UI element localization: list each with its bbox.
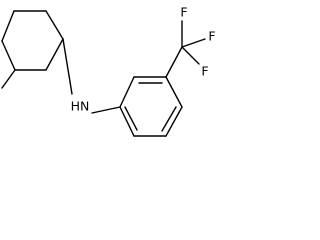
benzene-ring (119, 76, 183, 137)
structure-diagram: HN F F F (1, 5, 216, 137)
amine-label: HN (71, 99, 90, 114)
ring-bond (119, 76, 135, 108)
ring-bond (1, 10, 15, 42)
double-bond-inner (161, 106, 177, 132)
ring-bond (45, 38, 64, 71)
ring-bond (165, 106, 183, 137)
c-f-bond (181, 38, 206, 48)
ring-bond (1, 40, 16, 71)
fluorine-label-right: F (208, 29, 215, 44)
methyl-bond (1, 69, 16, 89)
fluorine-label-lower: F (201, 64, 208, 79)
trifluoromethyl-group (165, 20, 206, 78)
double-bond-inner (124, 106, 138, 131)
ring-bond (119, 106, 135, 137)
n-phenyl-bond (91, 106, 121, 114)
cyclohexane-ring (1, 10, 64, 71)
aryl-cf3-bond (165, 46, 183, 78)
cyclohexyl-n-bond (62, 38, 73, 95)
fluorine-label-top: F (180, 5, 187, 20)
c-f-bond (181, 46, 200, 65)
ring-bond (45, 10, 64, 40)
ring-bond (165, 76, 183, 108)
